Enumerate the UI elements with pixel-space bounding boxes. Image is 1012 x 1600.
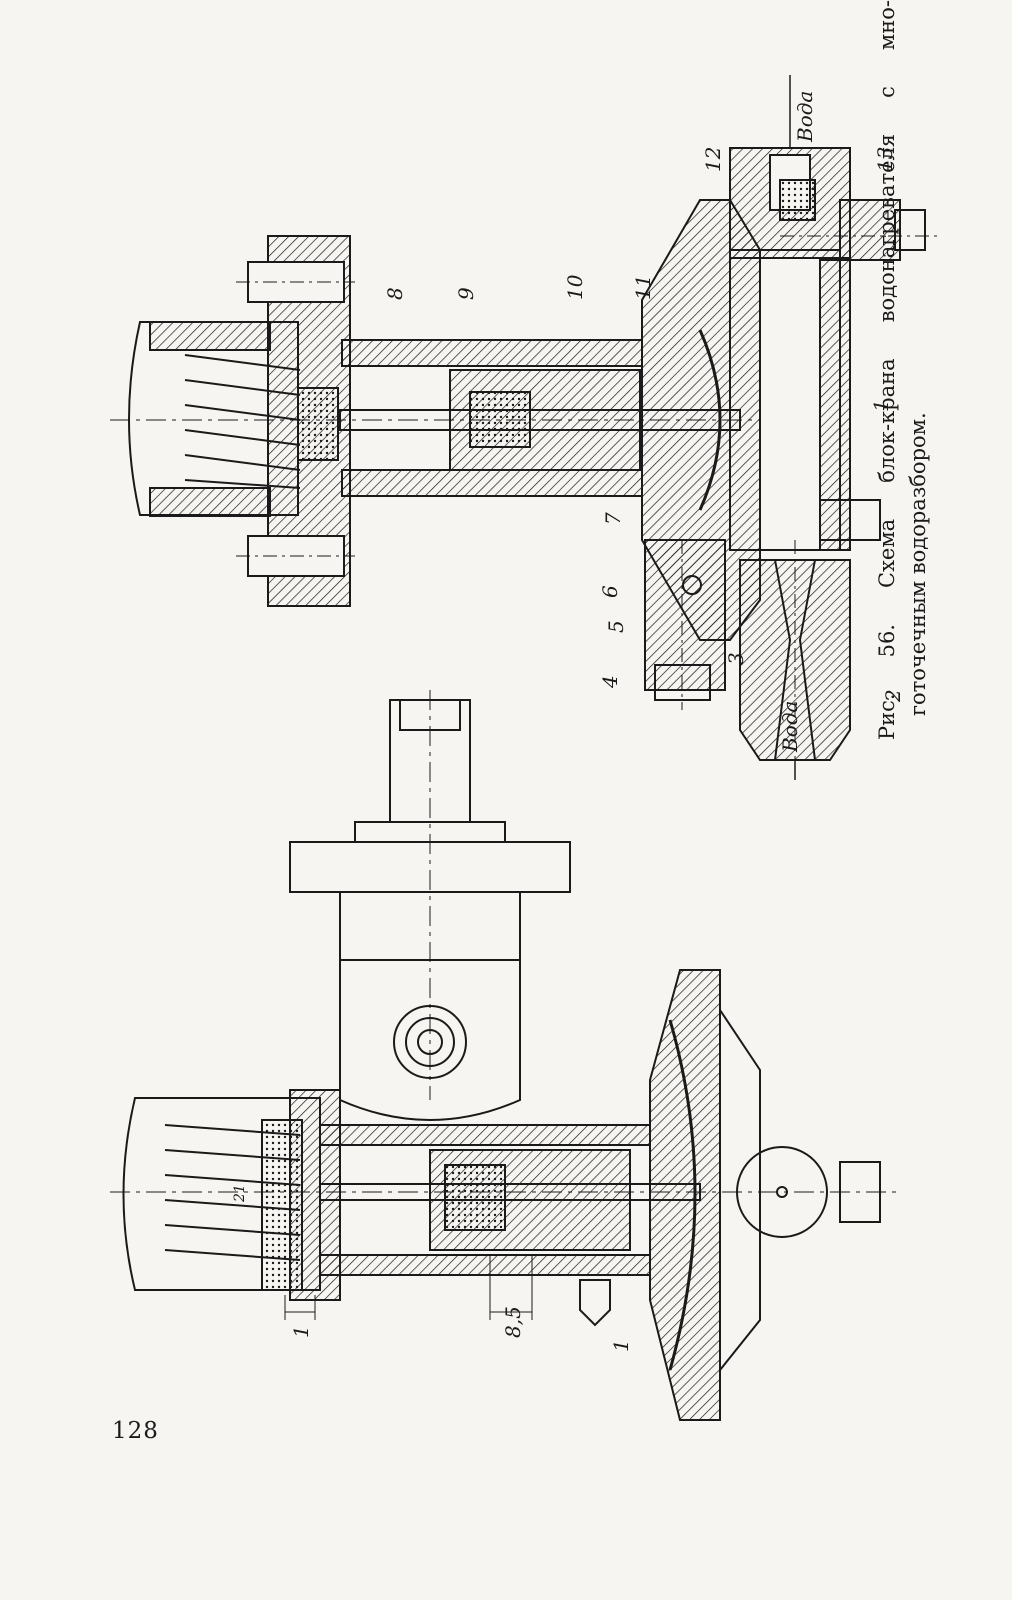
- dimension-label-21: 21: [232, 1184, 248, 1203]
- part-label-9: 9: [454, 287, 478, 300]
- part-label-6: 6: [598, 585, 622, 598]
- dimension-label-8-5: 8,5: [501, 1306, 525, 1338]
- part-label-4: 4: [598, 675, 622, 689]
- lower-assembly: [110, 690, 900, 1421]
- caption-line-1: Рис. 56. Схема блок-крана водонагревател…: [875, 0, 899, 740]
- part-label-1: 1: [869, 399, 893, 412]
- page-number: 128: [112, 1418, 159, 1444]
- water-label-bottom: Вода: [778, 701, 802, 753]
- part-label-12: 12: [701, 147, 725, 172]
- water-label-top: Вода: [793, 91, 817, 143]
- part-labels: 1 2 3 4 5 6 7 8 9 10 11 12 13 Вода Вода …: [232, 91, 905, 1352]
- upper-assembly: [110, 75, 940, 780]
- part-label-8: 8: [383, 287, 407, 300]
- caption-line-2: готочечным водоразбором.: [906, 412, 930, 716]
- left-mark-label: 1: [609, 1339, 633, 1352]
- part-label-11: 11: [631, 275, 655, 300]
- part-label-5: 5: [604, 620, 628, 633]
- part-label-10: 10: [563, 274, 587, 300]
- part-label-13: 13: [873, 147, 897, 172]
- part-label-2: 2: [881, 689, 905, 703]
- dimension-label-1: 1: [289, 1325, 313, 1338]
- part-label-7: 7: [601, 512, 625, 525]
- part-label-3: 3: [724, 652, 748, 665]
